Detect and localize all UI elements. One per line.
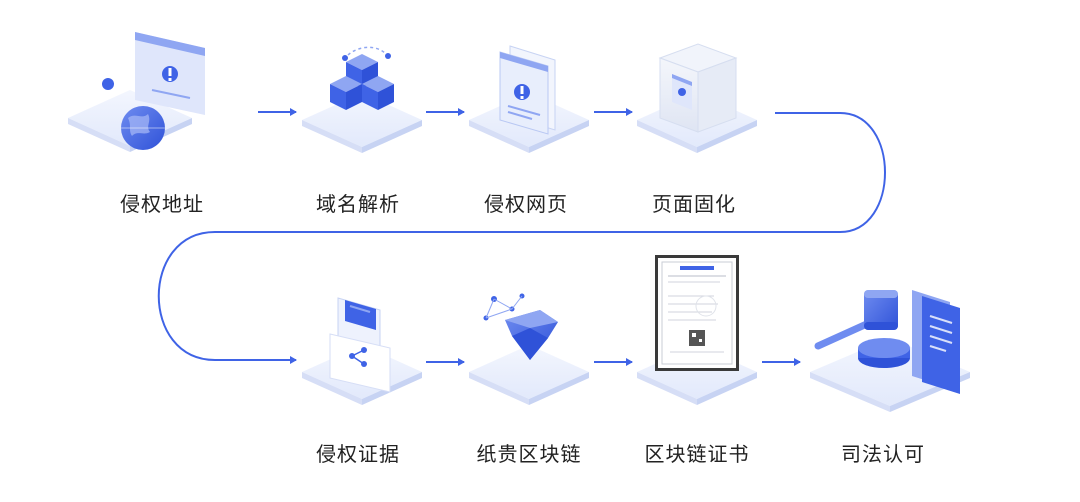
platform-domain-resolution — [302, 93, 422, 153]
label-judicial-recognition: 司法认可 — [841, 442, 925, 466]
browser-windows-icon — [499, 45, 556, 135]
glass-cube-icon — [658, 43, 738, 133]
connector-curve-right — [157, 112, 886, 364]
label-infringing-webpage: 侵权网页 — [484, 192, 568, 216]
platform-paper-blockchain — [469, 345, 589, 405]
cubes-icon — [330, 46, 394, 110]
label-paper-blockchain: 纸贵区块链 — [476, 442, 582, 466]
label-page-fixation: 页面固化 — [652, 192, 736, 216]
network-gem-icon — [483, 293, 558, 360]
label-blockchain-certificate: 区块链证书 — [644, 442, 750, 466]
globe-alert-icon — [102, 32, 205, 150]
label-infringing-address: 侵权地址 — [120, 192, 204, 216]
share-document-icon — [329, 297, 391, 393]
label-domain-resolution: 域名解析 — [316, 192, 400, 216]
label-infringing-evidence: 侵权证据 — [316, 442, 400, 466]
certificate-icon — [655, 255, 739, 371]
gavel-document-icon — [814, 290, 960, 394]
